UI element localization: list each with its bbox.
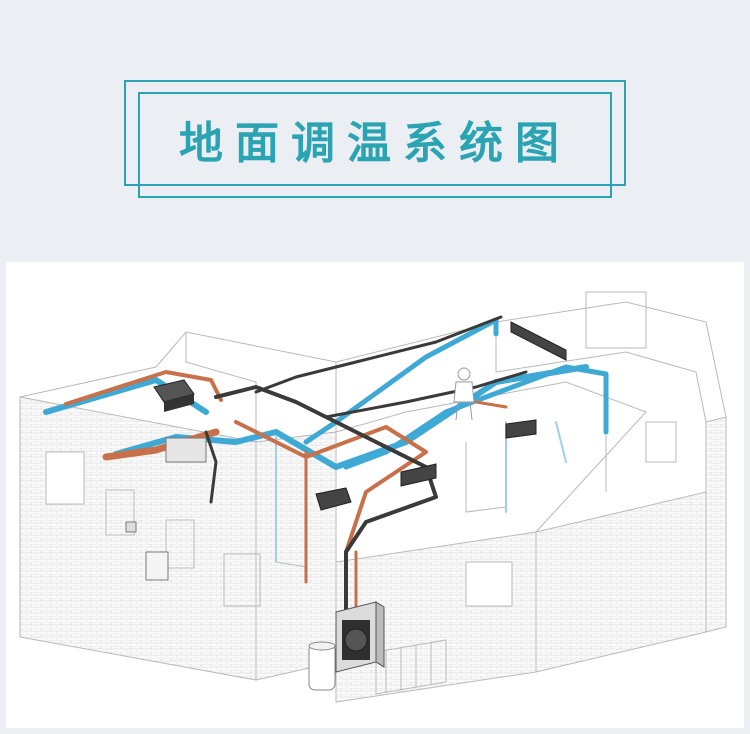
house-isometric-diagram [19,291,727,703]
water-tank-icon [308,641,336,691]
house-outline-icon [19,291,727,703]
person-icon [453,367,475,421]
system-diagram [6,262,744,728]
air-unit-icon [153,321,567,511]
control-panel-icon [125,521,169,581]
title-frame-outer [124,80,626,186]
outdoor-unit-icon [335,601,385,673]
page-title: 地面调温系统图 [179,118,571,169]
title-frame-inner [138,92,612,198]
